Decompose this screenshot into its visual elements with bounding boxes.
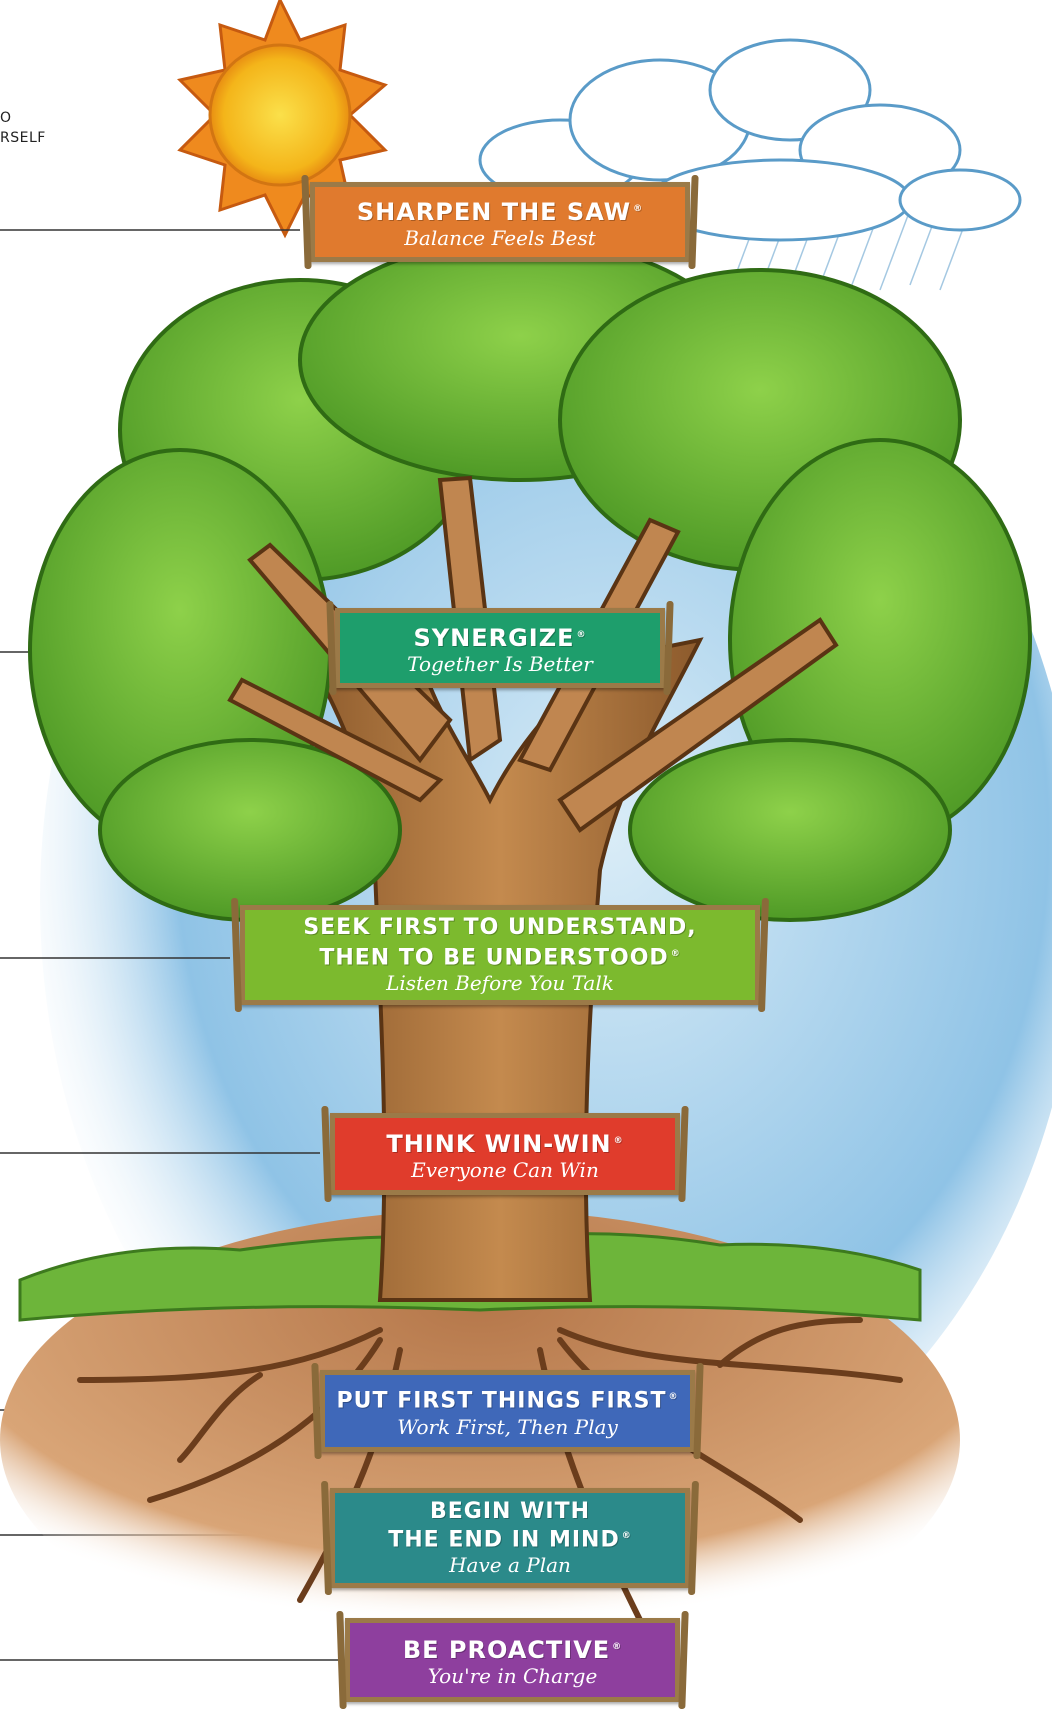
sign-think-win-win: THINK WIN-WIN® Everyone Can Win — [330, 1113, 680, 1195]
sign-title-text: PUT FIRST THINGS FIRST — [337, 1388, 667, 1413]
sign-title-line1: SEEK FIRST TO UNDERSTAND, — [303, 915, 696, 941]
partial-text-top: O RSELF — [0, 108, 46, 148]
sign-title: BE PROACTIVE® — [403, 1633, 622, 1664]
sign-title-line2: THE END IN MIND® — [388, 1524, 631, 1552]
registered-mark: ® — [577, 630, 587, 640]
sign-sharpen-the-saw: SHARPEN THE SAW® Balance Feels Best — [310, 182, 690, 262]
sign-title-text: BE PROACTIVE — [403, 1636, 610, 1664]
sign-title-line1: BEGIN WITH — [430, 1499, 590, 1524]
partial-text-line2: RSELF — [0, 128, 46, 148]
sign-subtitle: Everyone Can Win — [411, 1158, 599, 1182]
registered-mark: ® — [612, 1642, 622, 1652]
sign-begin-with-the-end-in-mind: BEGIN WITH THE END IN MIND® Have a Plan — [330, 1488, 690, 1588]
sign-put-first-things-first: PUT FIRST THINGS FIRST® Work First, Then… — [320, 1370, 695, 1452]
sign-title: THINK WIN-WIN® — [386, 1127, 623, 1158]
sign-title-text: SHARPEN THE SAW — [357, 198, 631, 226]
sign-title-text: SYNERGIZE — [413, 624, 574, 652]
sign-title: PUT FIRST THINGS FIRST® — [337, 1383, 679, 1415]
sign-synergize: SYNERGIZE® Together Is Better — [335, 608, 665, 688]
sign-title-line2: THEN TO BE UNDERSTOOD® — [319, 941, 680, 971]
sign-subtitle: Have a Plan — [449, 1553, 571, 1577]
registered-mark: ® — [614, 1136, 624, 1146]
registered-mark: ® — [633, 204, 643, 214]
sign-subtitle: Balance Feels Best — [404, 226, 596, 250]
sign-be-proactive: BE PROACTIVE® You're in Charge — [345, 1618, 680, 1702]
registered-mark: ® — [668, 1392, 678, 1402]
partial-text-line1: O — [0, 108, 46, 128]
sign-title-text: THINK WIN-WIN — [386, 1130, 611, 1158]
sign-title-text: THEN TO BE UNDERSTOOD — [319, 945, 668, 970]
registered-mark: ® — [622, 1531, 632, 1541]
sign-subtitle: Together Is Better — [407, 652, 593, 676]
registered-mark: ® — [671, 949, 681, 959]
sign-title: SHARPEN THE SAW® — [357, 195, 643, 226]
sign-subtitle: Work First, Then Play — [397, 1415, 618, 1439]
sign-title-text: THE END IN MIND — [388, 1528, 619, 1553]
sign-subtitle: Listen Before You Talk — [386, 971, 614, 995]
sign-title: SYNERGIZE® — [413, 621, 586, 652]
sign-seek-first-to-understand: SEEK FIRST TO UNDERSTAND, THEN TO BE UND… — [240, 905, 760, 1005]
sign-subtitle: You're in Charge — [428, 1664, 598, 1688]
